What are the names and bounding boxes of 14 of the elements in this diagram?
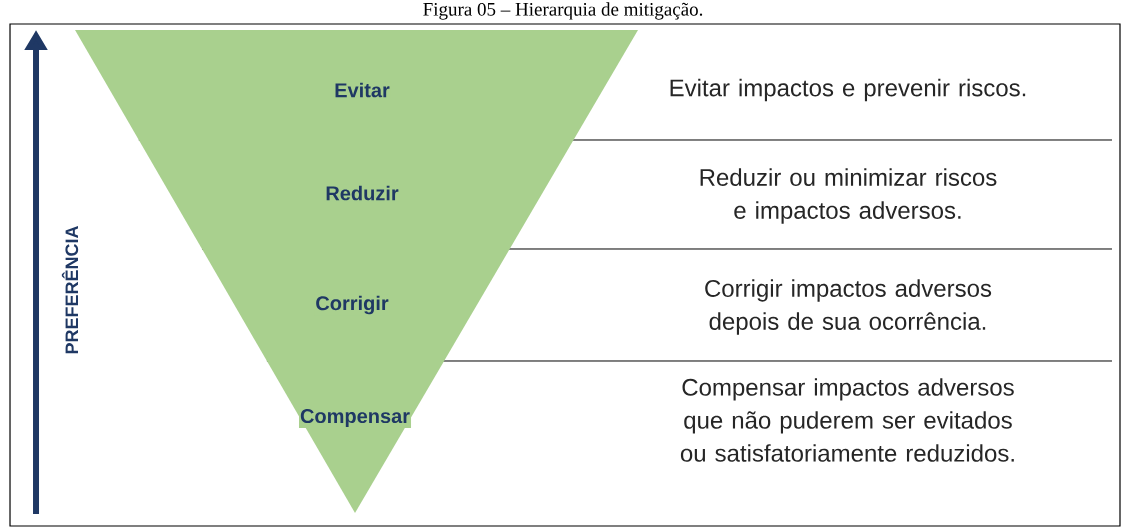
figure-title: Figura 05 – Hierarquia de mitigação.: [423, 2, 703, 20]
description: Compensar impactos adversos que não puderem ser evitados ou satisfatoriamente reduzidos.: [680, 378, 1014, 462]
description: Reduzir ou minimizar riscos e impactos adversos.: [700, 168, 997, 224]
band: Corrigir: [202, 249, 510, 361]
node-label: Reduzir: [326, 185, 399, 201]
axis-label: PREFERÊNCIA: [61, 225, 79, 354]
node-label: Compensar: [300, 408, 410, 428]
band: Reduzir: [138, 140, 574, 249]
node-label: Corrigir: [316, 295, 389, 315]
node-label: Evitar: [335, 82, 390, 98]
band: Evitar: [75, 30, 638, 140]
description: Corrigir impactos adversos depois de sua ocorrência.: [705, 279, 992, 335]
band: Compensar: [266, 361, 445, 513]
description: Evitar impactos e prevenir riscos.: [670, 78, 1026, 102]
